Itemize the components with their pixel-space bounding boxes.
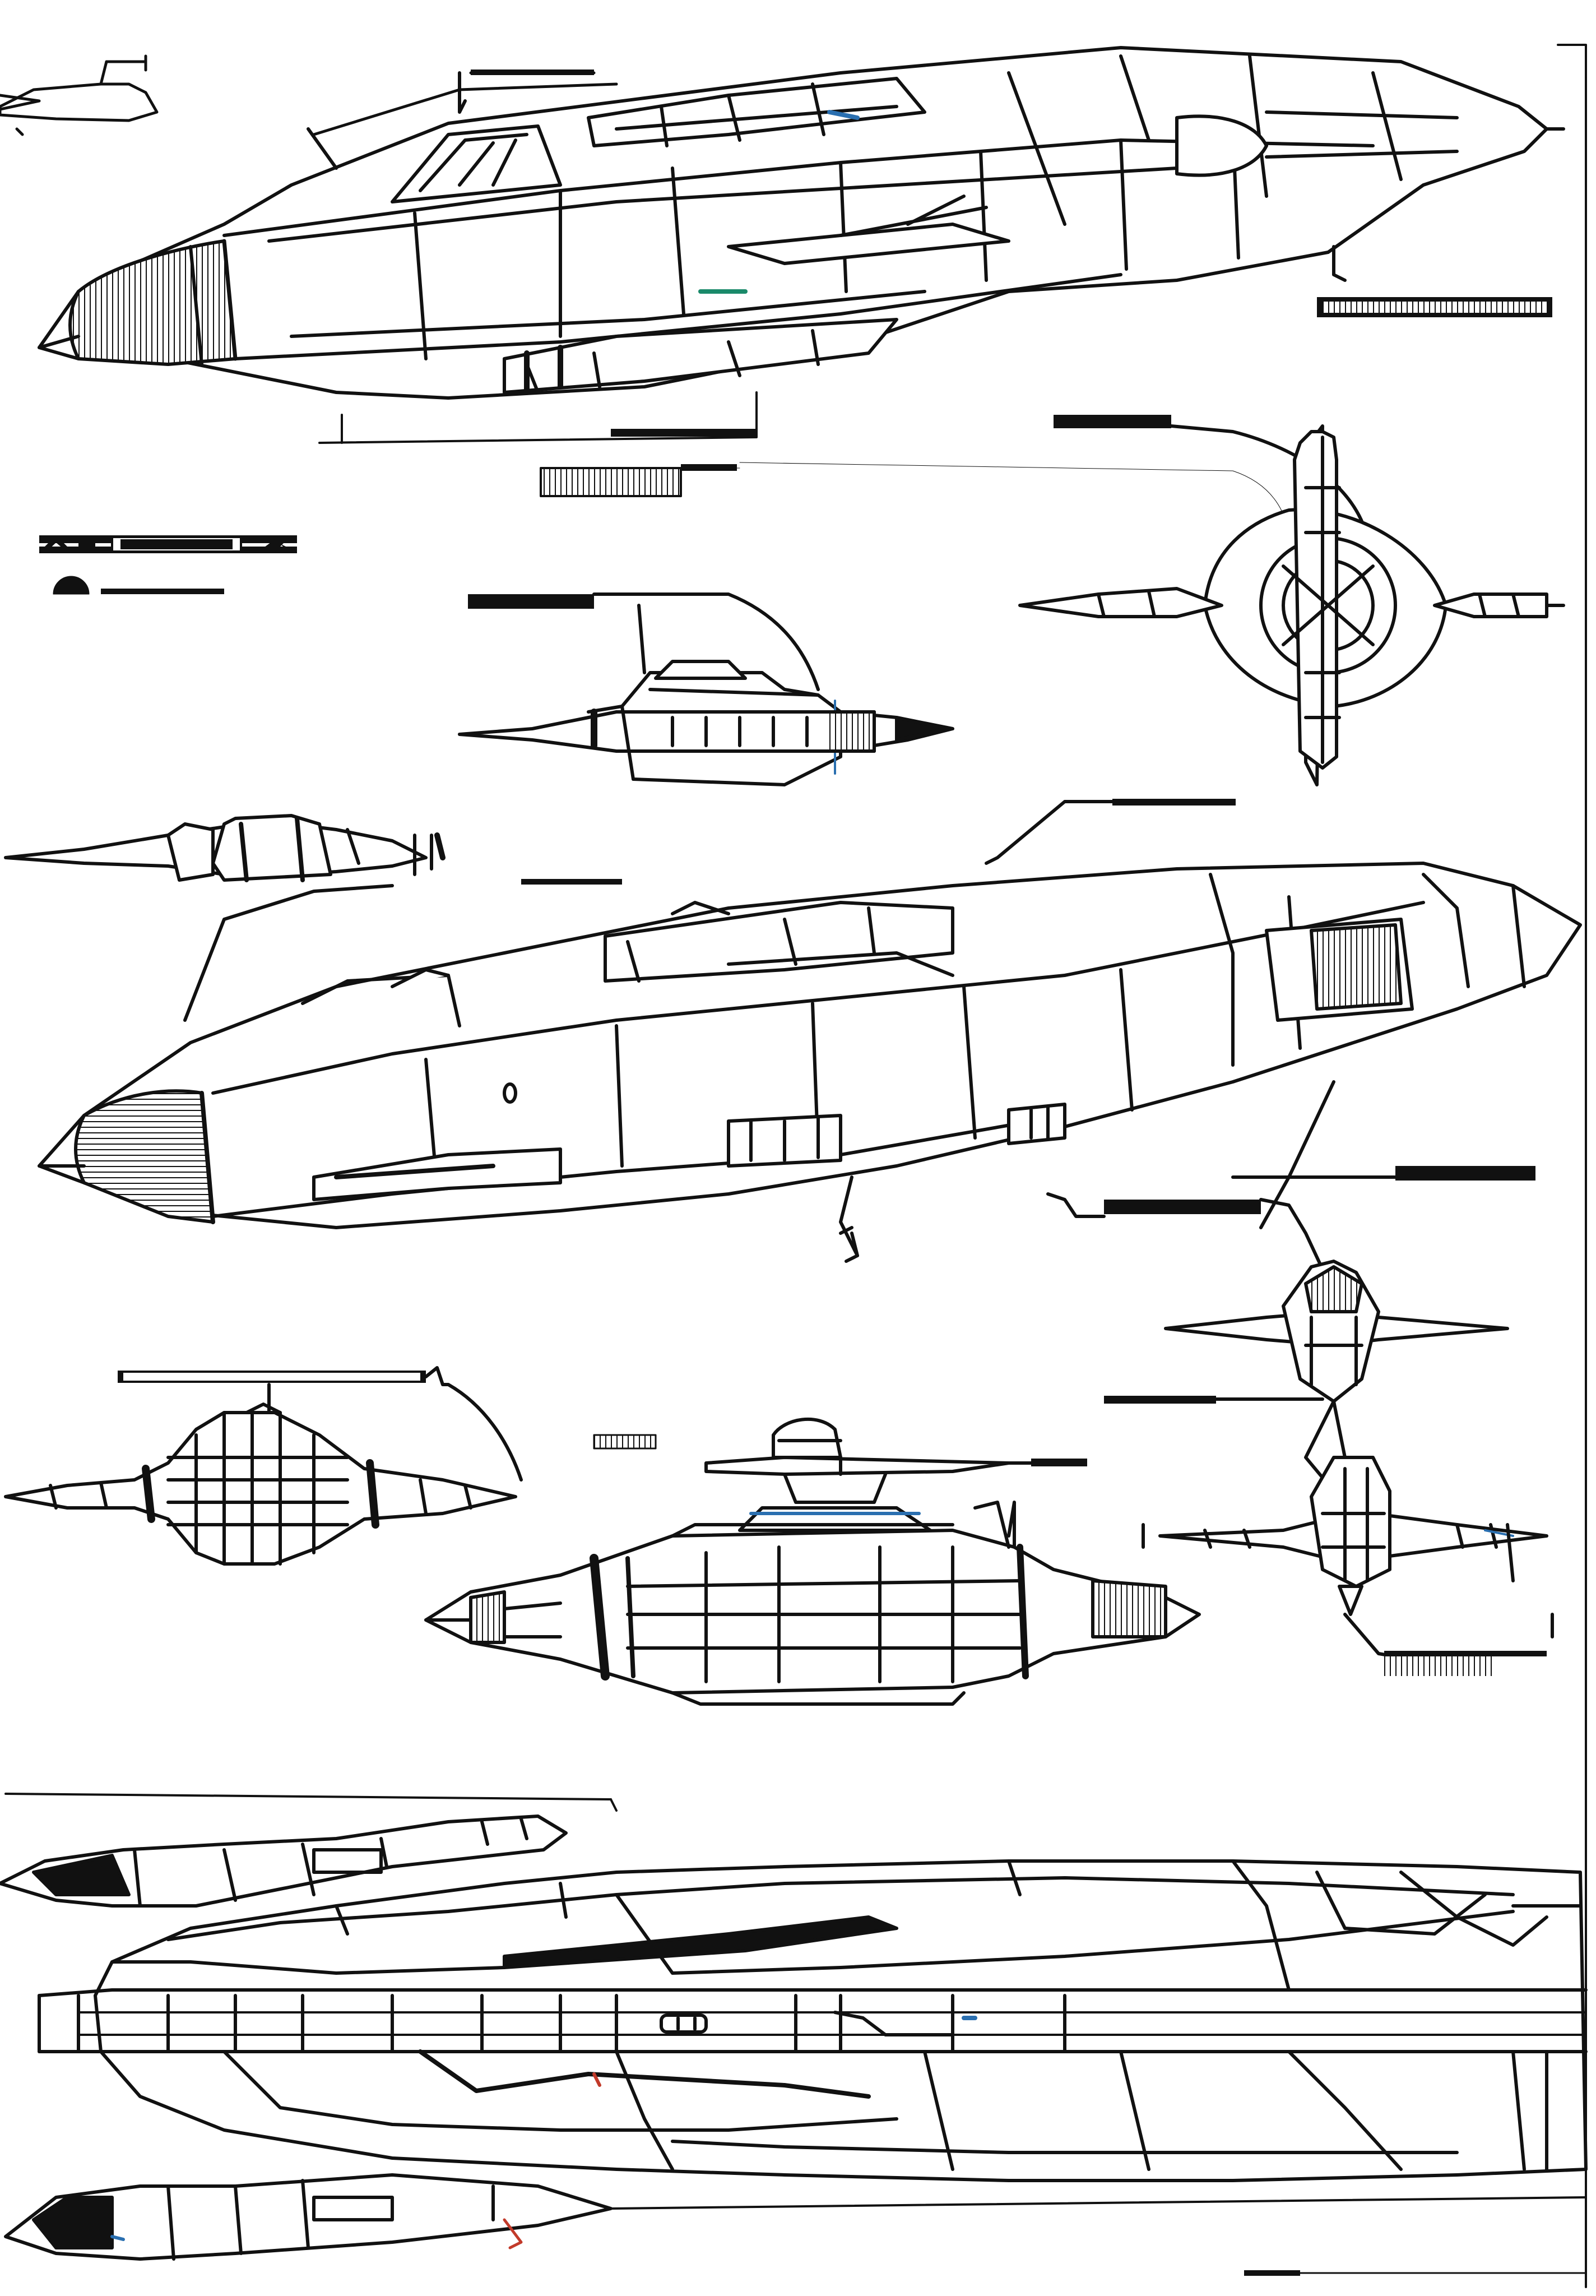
ship-front-view-pod [4, 1366, 523, 1566]
title-block [39, 535, 297, 595]
mini-ship-profile [0, 54, 159, 136]
ship-dorsal-view-upper [38, 46, 1565, 444]
ship-side-view-left [4, 799, 1236, 885]
logo-wordmark [39, 535, 297, 553]
sheet-frame [1557, 44, 1587, 2288]
callout-label-bar-1 [540, 462, 1289, 533]
ship-front-view-hub [1018, 415, 1565, 786]
dome-logo-icon [53, 576, 224, 595]
ship-dorsal-view-middle [38, 862, 1582, 1358]
ship-dorsal-view-saucer [424, 1417, 1201, 1706]
ship-side-view-lower [0, 1793, 1588, 2276]
ship-side-view-small [458, 592, 954, 786]
ship-front-view-lower [1104, 1260, 1554, 1676]
